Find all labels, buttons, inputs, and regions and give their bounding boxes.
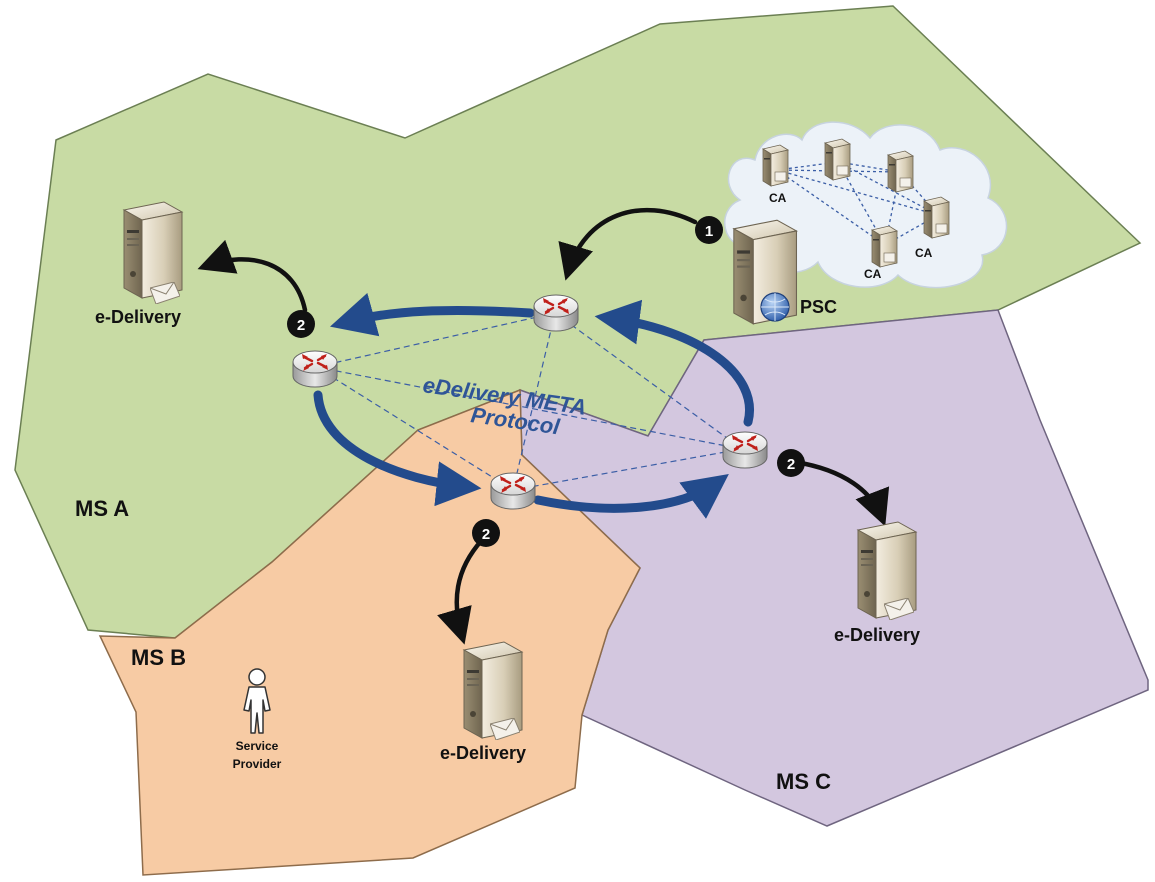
svg-text:2: 2 — [297, 317, 305, 334]
ca-label: CA — [769, 191, 787, 205]
person-icon — [243, 668, 271, 734]
step-badge-1: 1 — [695, 216, 723, 244]
e-delivery-label: e-Delivery — [440, 743, 526, 763]
e-delivery-node-ms-a: e-Delivery — [95, 201, 183, 327]
router-icon-ms-b — [489, 471, 537, 511]
router-icon-ms-a — [291, 349, 339, 389]
ca-server-icon — [887, 150, 914, 193]
meta-protocol-ring — [313, 292, 754, 519]
step-badge-2-ms-c: 2 — [777, 449, 805, 477]
ca-server-icon — [824, 138, 851, 181]
psc-label: PSC — [800, 297, 837, 317]
service-provider: Service Provider — [233, 668, 282, 771]
svg-text:2: 2 — [787, 456, 795, 473]
psc-node: PSC — [733, 219, 837, 325]
ca-server-icon — [923, 196, 950, 239]
svg-text:2: 2 — [482, 526, 490, 543]
step-arrows — [197, 207, 890, 645]
region-label-ms-a: MS A — [75, 496, 129, 521]
step-badge-2-ms-a: 2 — [287, 310, 315, 338]
router-icon-ms-c — [721, 430, 769, 470]
svg-text:1: 1 — [705, 223, 713, 240]
e-delivery-node-ms-b: e-Delivery — [440, 641, 526, 763]
service-provider-line1: Service — [236, 739, 279, 753]
ca-label: CA — [915, 246, 933, 260]
e-delivery-label: e-Delivery — [95, 307, 181, 327]
e-delivery-node-ms-c: e-Delivery — [834, 521, 920, 645]
e-delivery-label: e-Delivery — [834, 625, 920, 645]
ms-b-region — [98, 388, 641, 876]
ca-label: CA — [864, 267, 882, 281]
service-provider-line2: Provider — [233, 757, 282, 771]
step-badge-2-ms-b: 2 — [472, 519, 500, 547]
ca-server-icon — [762, 144, 789, 187]
region-label-ms-b: MS B — [131, 645, 186, 670]
router-icon-top — [532, 293, 580, 333]
region-label-ms-c: MS C — [776, 769, 831, 794]
ca-server-icon — [871, 225, 898, 268]
